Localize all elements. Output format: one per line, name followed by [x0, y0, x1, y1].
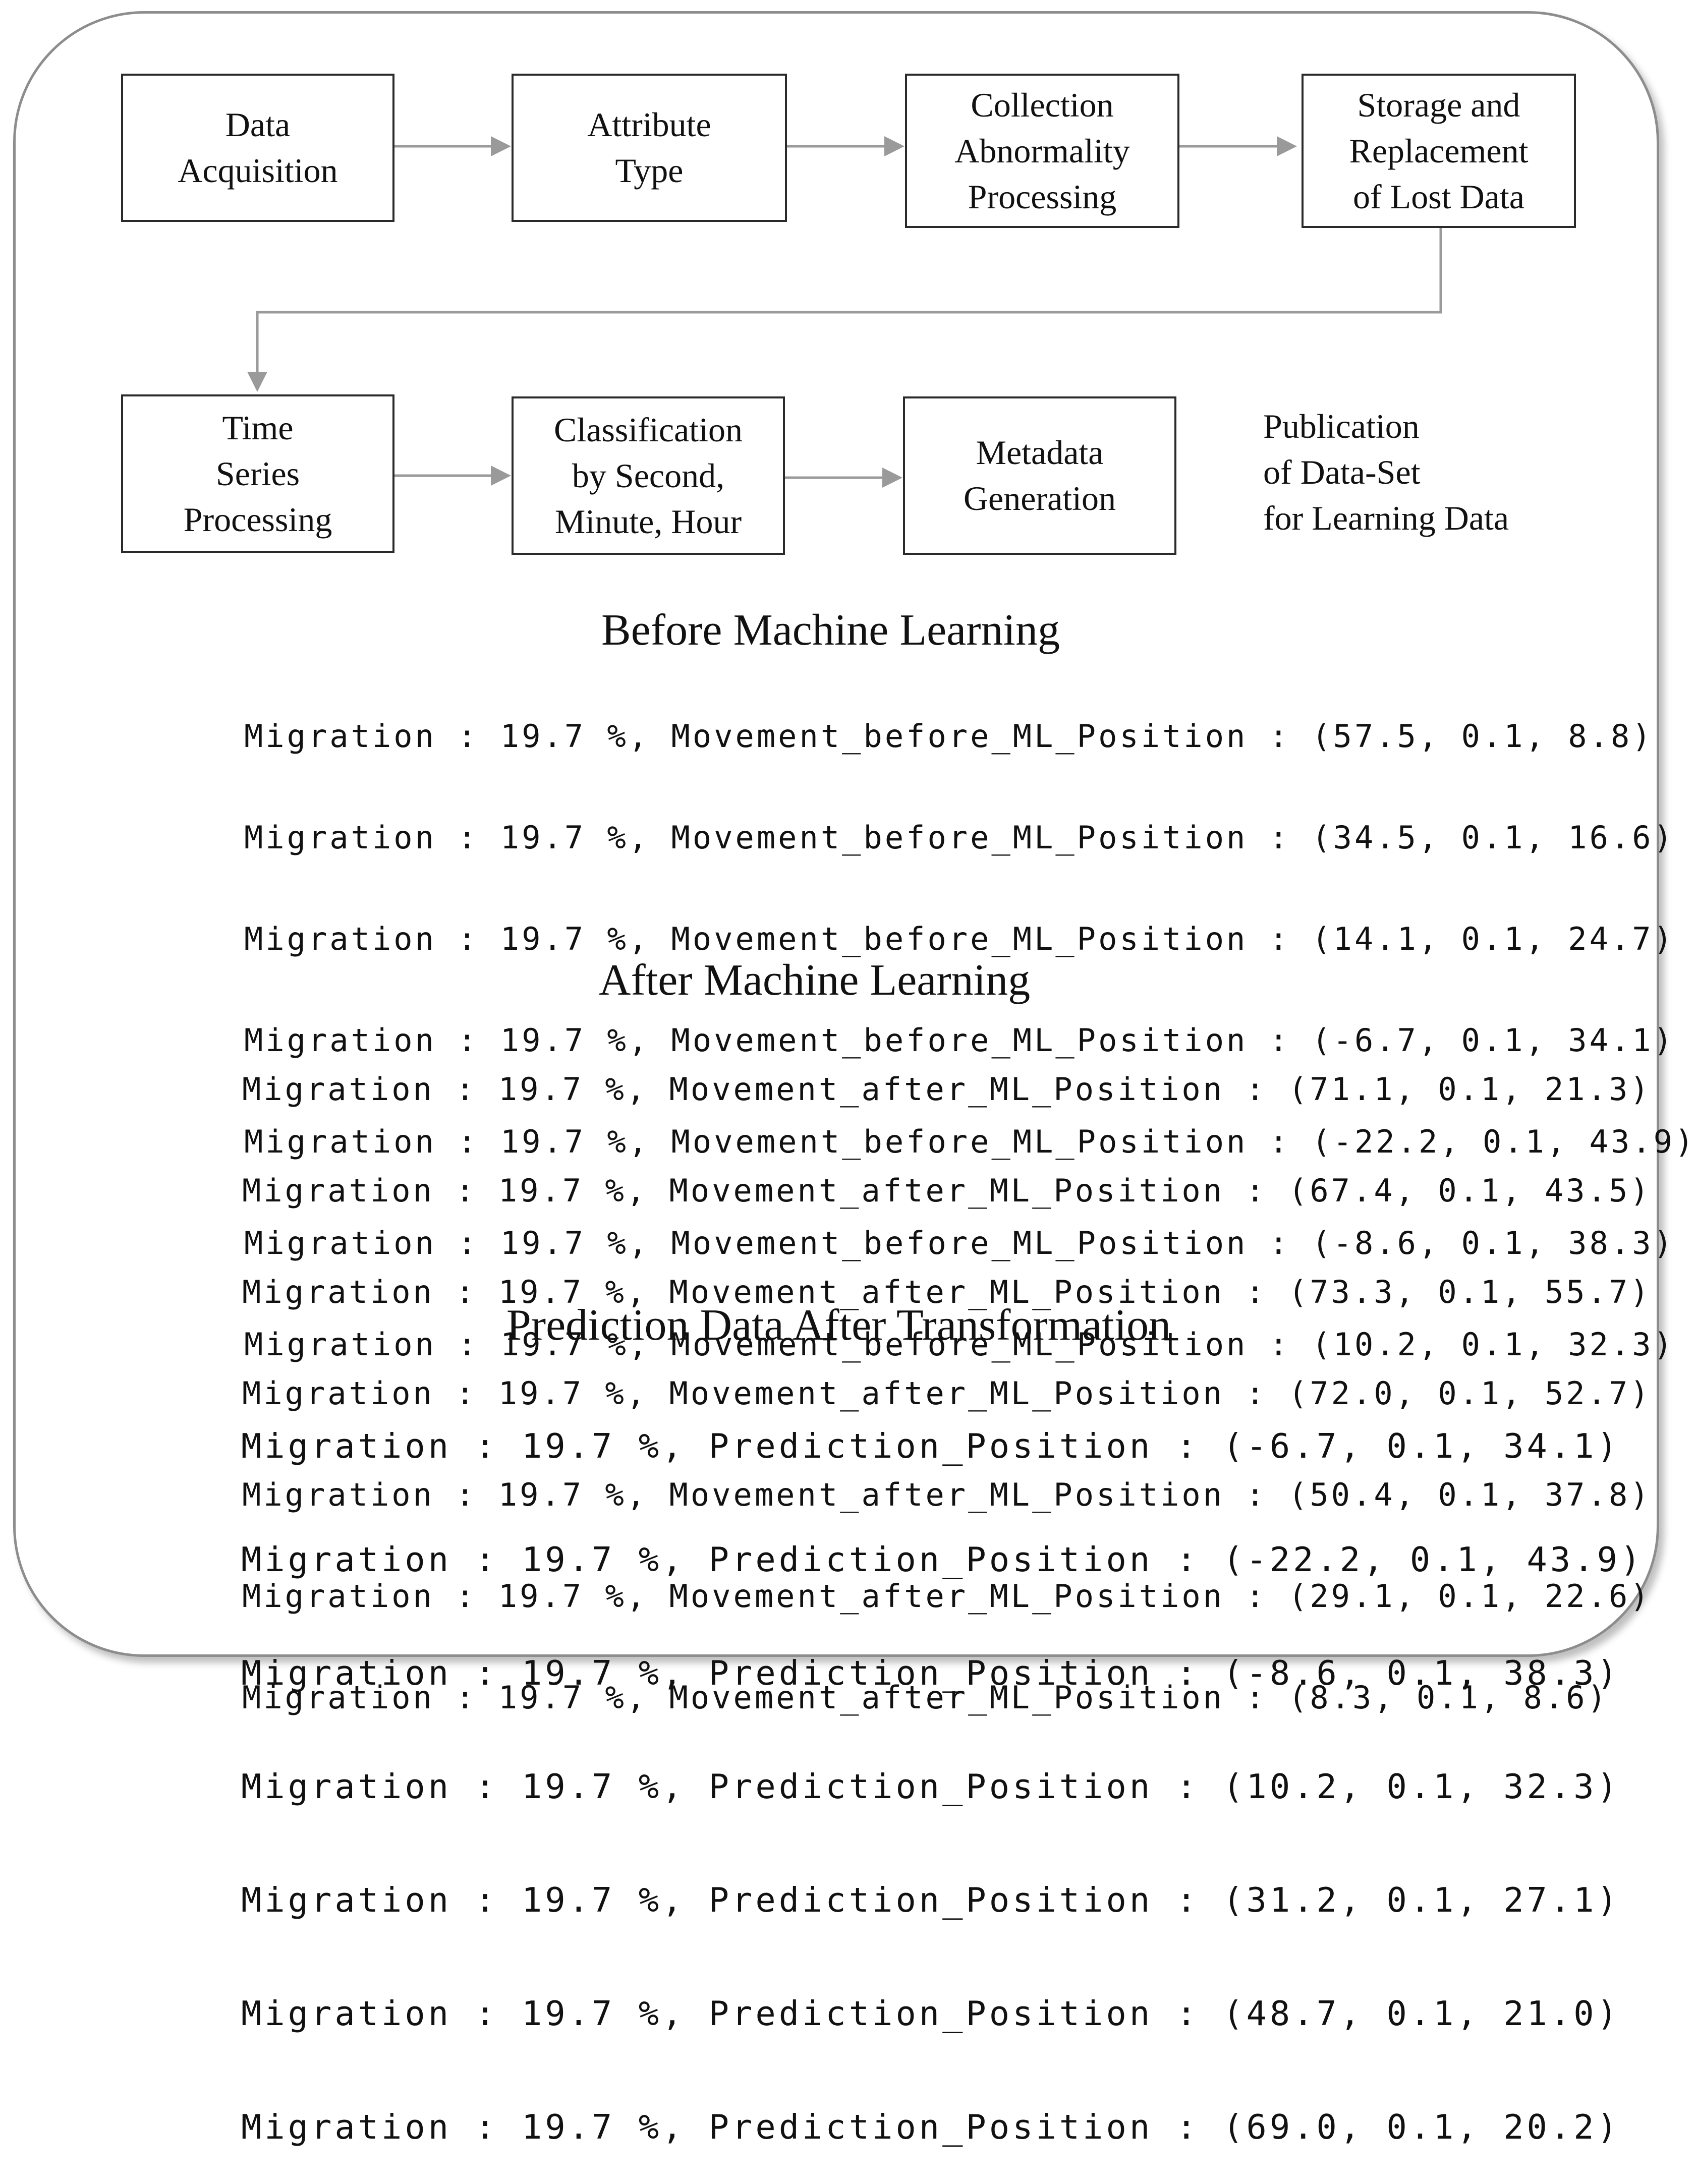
before-ml-line: Migration : 19.7 %, Movement_before_ML_P…: [244, 1022, 1675, 1059]
step-classification: Classification by Second, Minute, Hour: [512, 396, 785, 555]
publication-label: Publication of Data-Set for Learning Dat…: [1263, 407, 1509, 537]
arrow-storage-to-time-series: [247, 227, 1442, 392]
after-ml-line: Migration : 19.7 %, Movement_after_ML_Po…: [242, 1578, 1652, 1615]
step-time-series: Time Series Processing: [121, 394, 394, 553]
step-attribute-type: Attribute Type: [512, 74, 787, 222]
before-ml-line: Migration : 19.7 %, Movement_before_ML_P…: [244, 819, 1675, 856]
after-ml-line: Migration : 19.7 %, Movement_after_ML_Po…: [242, 1476, 1652, 1513]
before-ml-line: Migration : 19.7 %, Movement_before_ML_P…: [244, 1123, 1696, 1160]
step-attribute-type-label: Attribute Type: [587, 105, 711, 190]
step-collection-abnormality: Collection Abnormality Processing: [905, 74, 1179, 228]
before-ml-line: Migration : 19.7 %, Movement_before_ML_P…: [244, 1326, 1675, 1363]
after-ml-line: Migration : 19.7 %, Movement_after_ML_Po…: [242, 1679, 1609, 1716]
after-ml-line: Migration : 19.7 %, Movement_after_ML_Po…: [242, 1375, 1652, 1412]
prediction-line: Migration : 19.7 %, Prediction_Position …: [241, 1426, 1620, 1466]
before-ml-line: Migration : 19.7 %, Movement_before_ML_P…: [244, 1225, 1675, 1261]
step-metadata-label: Metadata Generation: [963, 433, 1116, 518]
prediction-line: Migration : 19.7 %, Prediction_Position …: [241, 2107, 1620, 2147]
prediction-lines: Migration : 19.7 %, Prediction_Position …: [241, 1352, 1644, 2184]
step-metadata: Metadata Generation: [903, 396, 1176, 555]
before-ml-title: Before Machine Learning: [601, 606, 1060, 655]
step-storage-replacement: Storage and Replacement of Lost Data: [1302, 74, 1576, 228]
after-ml-lines: Migration : 19.7 %, Movement_after_ML_Po…: [242, 1005, 1652, 1748]
before-ml-line: Migration : 19.7 %, Movement_before_ML_P…: [244, 718, 1654, 755]
after-ml-line: Migration : 19.7 %, Movement_after_ML_Po…: [242, 1274, 1652, 1310]
prediction-line: Migration : 19.7 %, Prediction_Position …: [241, 1653, 1620, 1693]
prediction-title: Prediction Data After Transformation: [506, 1301, 1171, 1350]
after-ml-line: Migration : 19.7 %, Movement_after_ML_Po…: [242, 1172, 1652, 1209]
prediction-line: Migration : 19.7 %, Prediction_Position …: [241, 1767, 1620, 1806]
step-storage-replacement-label: Storage and Replacement of Lost Data: [1349, 85, 1529, 216]
prediction-line: Migration : 19.7 %, Prediction_Position …: [241, 1540, 1644, 1579]
step-data-acquisition-label: Data Acquisition: [178, 105, 338, 190]
before-ml-lines: Migration : 19.7 %, Movement_before_ML_P…: [244, 652, 1696, 1395]
before-ml-line: Migration : 19.7 %, Movement_before_ML_P…: [244, 921, 1675, 957]
step-time-series-label: Time Series Processing: [183, 408, 332, 539]
step-collection-abnormality-label: Collection Abnormality Processing: [954, 85, 1130, 216]
prediction-line: Migration : 19.7 %, Prediction_Position …: [241, 1880, 1620, 1920]
after-ml-line: Migration : 19.7 %, Movement_after_ML_Po…: [242, 1071, 1652, 1108]
step-data-acquisition: Data Acquisition: [121, 74, 394, 222]
flow-connectors: [247, 136, 1442, 488]
step-classification-label: Classification by Second, Minute, Hour: [554, 410, 743, 541]
prediction-line: Migration : 19.7 %, Prediction_Position …: [241, 1994, 1620, 2033]
after-ml-title: After Machine Learning: [598, 956, 1031, 1005]
rounded-frame: [13, 11, 1659, 1657]
